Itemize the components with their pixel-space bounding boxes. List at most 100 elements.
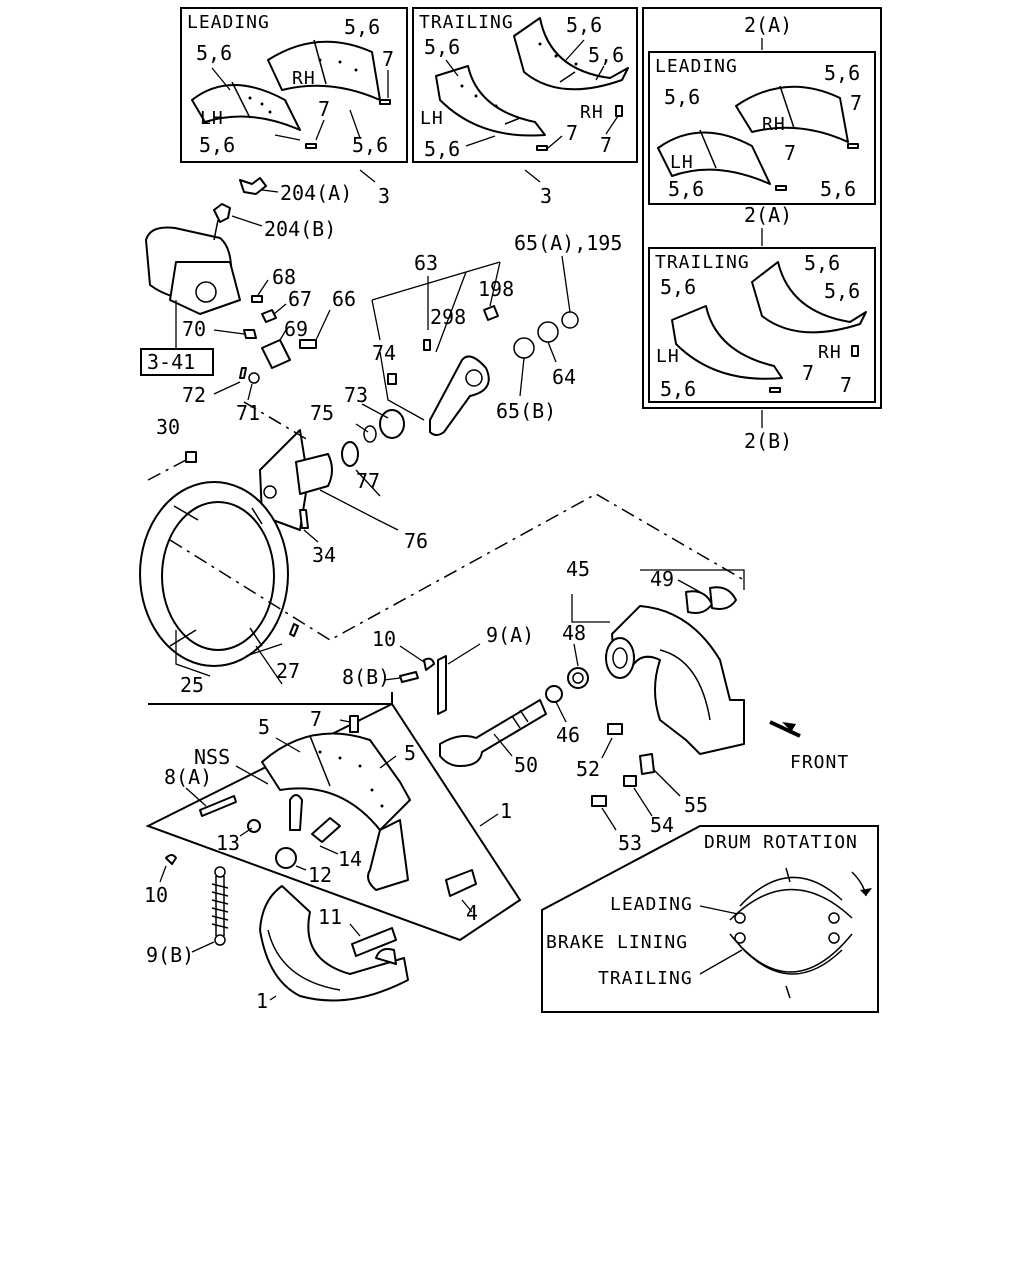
callout: 1 [500, 799, 512, 823]
rh-label: RH [580, 102, 604, 123]
callout: 63 [414, 251, 438, 275]
inset-title: LEADING [655, 56, 738, 77]
callout: 46 [556, 723, 580, 747]
callout: 53 [618, 831, 642, 855]
brake-spider [605, 586, 745, 755]
inset-right-shoe-sets: 2(A) LEADING 5,6 5,6 5,6 5,6 7 7 RH LH 2… [642, 7, 882, 453]
callout: 12 [308, 863, 332, 887]
callout: 5 [404, 741, 416, 765]
callout: 14 [338, 847, 362, 871]
callout: 49 [650, 567, 674, 591]
callout: 72 [182, 383, 206, 407]
rh-label: RH [292, 68, 316, 89]
callout: 66 [332, 287, 356, 311]
callout: 7 [566, 121, 578, 145]
callout: 13 [216, 831, 240, 855]
callout: 45 [566, 557, 590, 581]
callout: 9(B) [146, 943, 194, 967]
callout: 7 [802, 361, 814, 385]
callout: 54 [650, 813, 674, 837]
callout: 8(A) [164, 765, 212, 789]
callout: 50 [514, 753, 538, 777]
lh-label: LH [670, 152, 694, 173]
brake-chamber [145, 177, 267, 315]
lh-label: LH [420, 108, 444, 129]
legend-leading: LEADING [610, 894, 693, 915]
callout: 204(B) [264, 217, 336, 241]
callout: 5 [258, 715, 270, 739]
callout: 25 [180, 673, 204, 697]
lh-label: LH [200, 108, 224, 129]
callout: 198 [478, 277, 514, 301]
callout: 5,6 [196, 41, 232, 65]
callout: 5,6 [588, 43, 624, 67]
callout: 5,6 [660, 275, 696, 299]
drum-rotation-legend: DRUM ROTATION LEADING BRAKE LINING TRAIL… [541, 825, 879, 1013]
callout: 2(A) [744, 203, 792, 227]
callout: 4 [466, 901, 478, 925]
callout: 74 [372, 341, 396, 365]
callout: 65(A),195 [514, 231, 622, 255]
callout: 5,6 [824, 279, 860, 303]
callout: 11 [318, 905, 342, 929]
callout: 7 [382, 47, 394, 71]
front-label: FRONT [790, 752, 849, 773]
callout: NSS [194, 745, 230, 769]
drum-rotation-title: DRUM ROTATION [704, 832, 858, 853]
slack-adjuster [387, 305, 499, 436]
callout: 3 [540, 184, 552, 208]
callout: 75 [310, 401, 334, 425]
legend-brake-lining: BRAKE LINING [546, 932, 688, 953]
return-spring [211, 866, 229, 946]
callout: 67 [288, 287, 312, 311]
callout: 48 [562, 621, 586, 645]
callout: 77 [356, 469, 380, 493]
callout: 10 [144, 883, 168, 907]
dust-shield [139, 481, 289, 667]
callout: 3-41 [147, 350, 195, 374]
callout: 5,6 [820, 177, 856, 201]
callout: 5,6 [668, 177, 704, 201]
callout: 1 [256, 989, 268, 1013]
callout: 76 [404, 529, 428, 553]
callout: 9(A) [486, 623, 534, 647]
front-arrow-icon [769, 720, 801, 738]
callout: 5,6 [566, 13, 602, 37]
callout: 30 [156, 415, 180, 439]
callout: 55 [684, 793, 708, 817]
callout: 8(B) [342, 665, 390, 689]
callout: 204(A) [280, 181, 352, 205]
callout: 5,6 [824, 61, 860, 85]
callout: 298 [430, 305, 466, 329]
callout: 2(A) [744, 13, 792, 37]
callout: 7 [850, 91, 862, 115]
inset-trailing-shoes: TRAILING 5,6 5,6 5,6 5,6 7 7 RH LH 3 [412, 7, 638, 208]
callout: 10 [372, 627, 396, 651]
brake-shoe-lower [259, 869, 477, 1002]
callout: 34 [312, 543, 336, 567]
callout: 27 [276, 659, 300, 683]
callout: 64 [552, 365, 576, 389]
callout: 65(B) [496, 399, 556, 423]
callout: 3 [378, 184, 390, 208]
camshaft [439, 699, 547, 767]
callout: 5,6 [424, 137, 460, 161]
callout: 7 [784, 141, 796, 165]
lh-label: LH [656, 346, 680, 367]
callout: 5,6 [804, 251, 840, 275]
camshaft-bracket [259, 409, 405, 531]
callout: 7 [600, 133, 612, 157]
inset-leading-shoes: LEADING 5,6 5,6 5,6 5,6 7 7 RH LH 3 [180, 7, 408, 208]
callout: 5,6 [424, 35, 460, 59]
inset-title: TRAILING [655, 252, 750, 273]
callout: 5,6 [344, 15, 380, 39]
callout: 5,6 [199, 133, 235, 157]
callout: 5,6 [352, 133, 388, 157]
callout: 7 [840, 373, 852, 397]
callout: 69 [284, 317, 308, 341]
callout: 7 [318, 97, 330, 121]
callout: 70 [182, 317, 206, 341]
callout: 2(B) [744, 429, 792, 453]
inset-title: LEADING [187, 12, 270, 33]
